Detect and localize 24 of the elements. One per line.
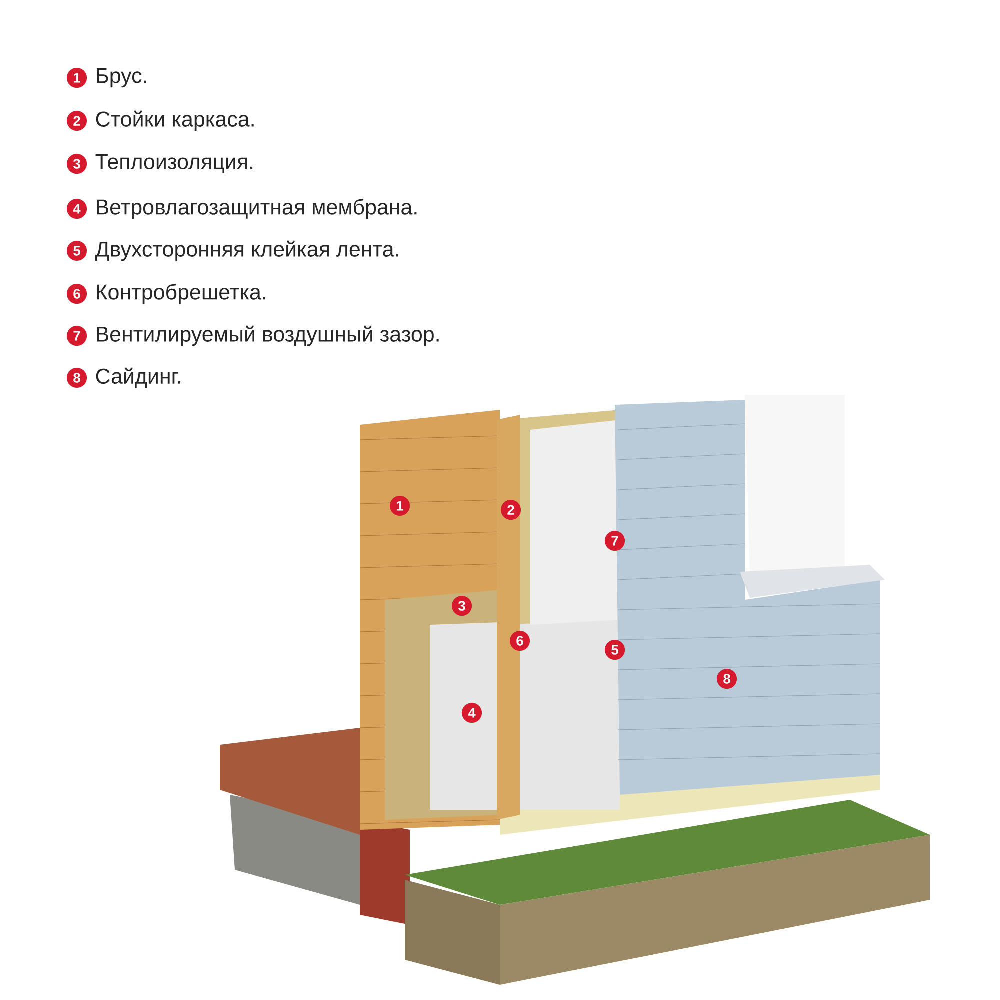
list-item-text: Стойки каркаса. — [96, 110, 254, 132]
list-item-text: Двухсторонняя клейкая лента. — [95, 240, 398, 262]
list-number: 4 — [66, 198, 88, 220]
list-number: 7 — [66, 326, 88, 346]
callout-number: 8 — [716, 668, 738, 690]
list-number: 2 — [66, 110, 88, 132]
list-item-text: Теплоизоляция. — [96, 154, 253, 174]
list-number: 8 — [66, 368, 88, 388]
list-number: 1 — [66, 68, 88, 88]
list-item-text: Сайдинг. — [96, 368, 181, 388]
list-number: 3 — [66, 154, 88, 174]
callout-number: 1 — [390, 496, 410, 516]
callout-number: 4 — [462, 702, 482, 724]
list-item-text: Брус. — [97, 68, 146, 88]
list-item-text: Контробрешетка. — [97, 284, 266, 304]
callout-number: 3 — [452, 596, 472, 616]
list-number: 5 — [66, 240, 88, 262]
callout-number: 6 — [510, 630, 530, 652]
callout-number: 5 — [604, 640, 626, 660]
list-item-text: Ветровлагозащитная мембрана. — [97, 198, 417, 220]
callout-number: 7 — [604, 530, 626, 552]
list-item-text: Вентилируемый воздушный зазор. — [97, 326, 439, 346]
list-number: 6 — [66, 284, 88, 304]
callout-number: 2 — [500, 500, 522, 520]
